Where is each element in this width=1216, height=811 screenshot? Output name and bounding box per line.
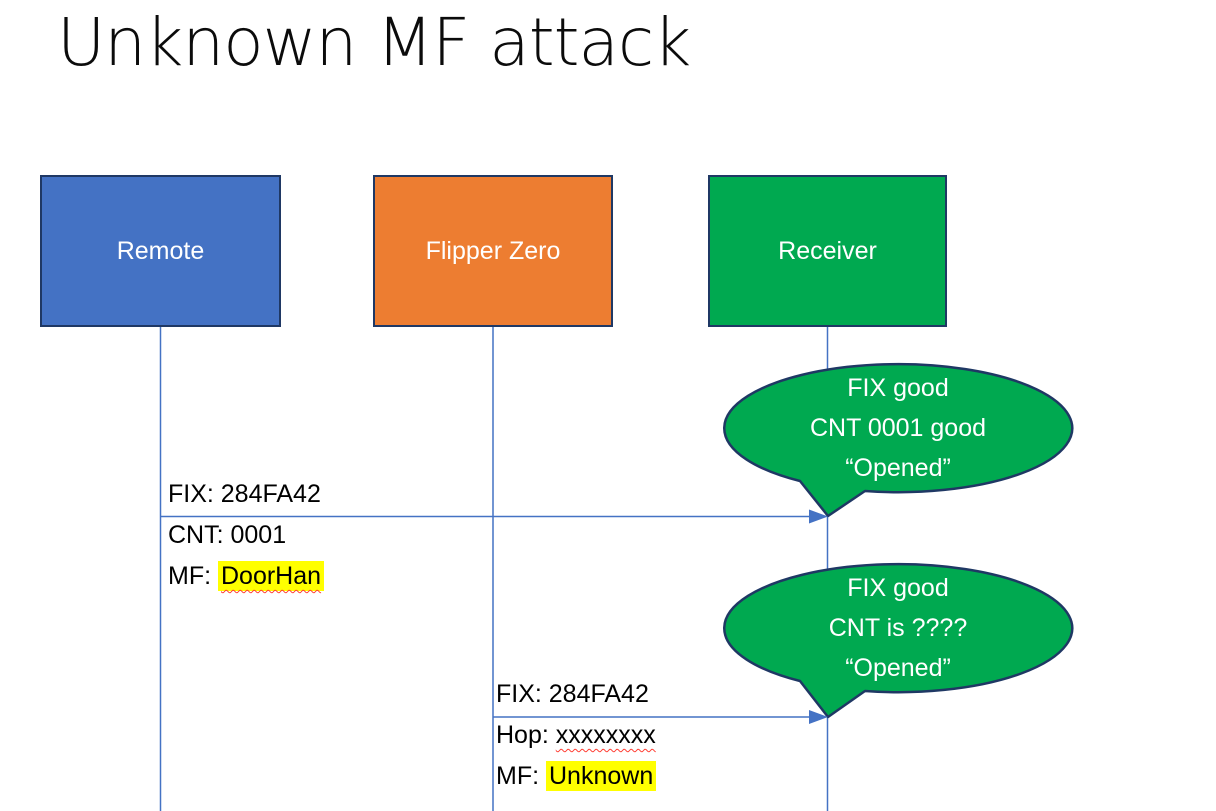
- actor-box-flipper-zero: Flipper Zero: [373, 175, 613, 327]
- actor-label-flipper-zero: Flipper Zero: [425, 236, 561, 265]
- actor-label-receiver: Receiver: [778, 236, 877, 265]
- highlighted-value-unknown: Unknown: [546, 761, 657, 791]
- message-2-line-fix: FIX: 284FA42: [496, 680, 649, 708]
- callout-1-line-3: “Opened”: [845, 454, 951, 482]
- message-2-label: FIX: 284FA42 Hop: xxxxxxxx MF: Unknown: [496, 674, 657, 797]
- actor-label-remote: Remote: [116, 236, 205, 265]
- message-1-line-cnt: CNT: 0001: [168, 521, 287, 549]
- message-arrow-2-head: [809, 710, 828, 724]
- callout-1-line-2: CNT 0001 good: [809, 414, 987, 442]
- actor-box-remote: Remote: [40, 175, 281, 327]
- actor-box-receiver: Receiver: [708, 175, 947, 327]
- slide-title: Unknown MF attack: [57, 4, 691, 81]
- message-arrow-1-head: [809, 509, 828, 524]
- message-1-label: FIX: 284FA42 CNT: 0001 MF: DoorHan: [168, 474, 325, 597]
- callout-2-line-3: “Opened”: [845, 654, 951, 682]
- callout-1-line-1: FIX good: [847, 374, 949, 402]
- callout-2-line-1: FIX good: [847, 574, 949, 602]
- callout-bubble-1: [723, 362, 1074, 518]
- callout-1-text: FIX good CNT 0001 good “Opened”: [724, 368, 1072, 488]
- message-2-line-mf: MF: Unknown: [496, 756, 657, 797]
- squiggle-value-hop: xxxxxxxx: [555, 721, 656, 749]
- callout-2-text: FIX good CNT is ???? “Opened”: [724, 568, 1072, 688]
- message-1-line-fix: FIX: 284FA42: [168, 480, 321, 508]
- highlighted-value-doorhan: DoorHan: [218, 561, 325, 591]
- callout-bubble-2: [723, 562, 1074, 719]
- callout-2-line-2: CNT is ????: [828, 614, 968, 642]
- message-2-line-hop: Hop: xxxxxxxx: [496, 721, 656, 749]
- message-1-line-mf: MF: DoorHan: [168, 556, 325, 597]
